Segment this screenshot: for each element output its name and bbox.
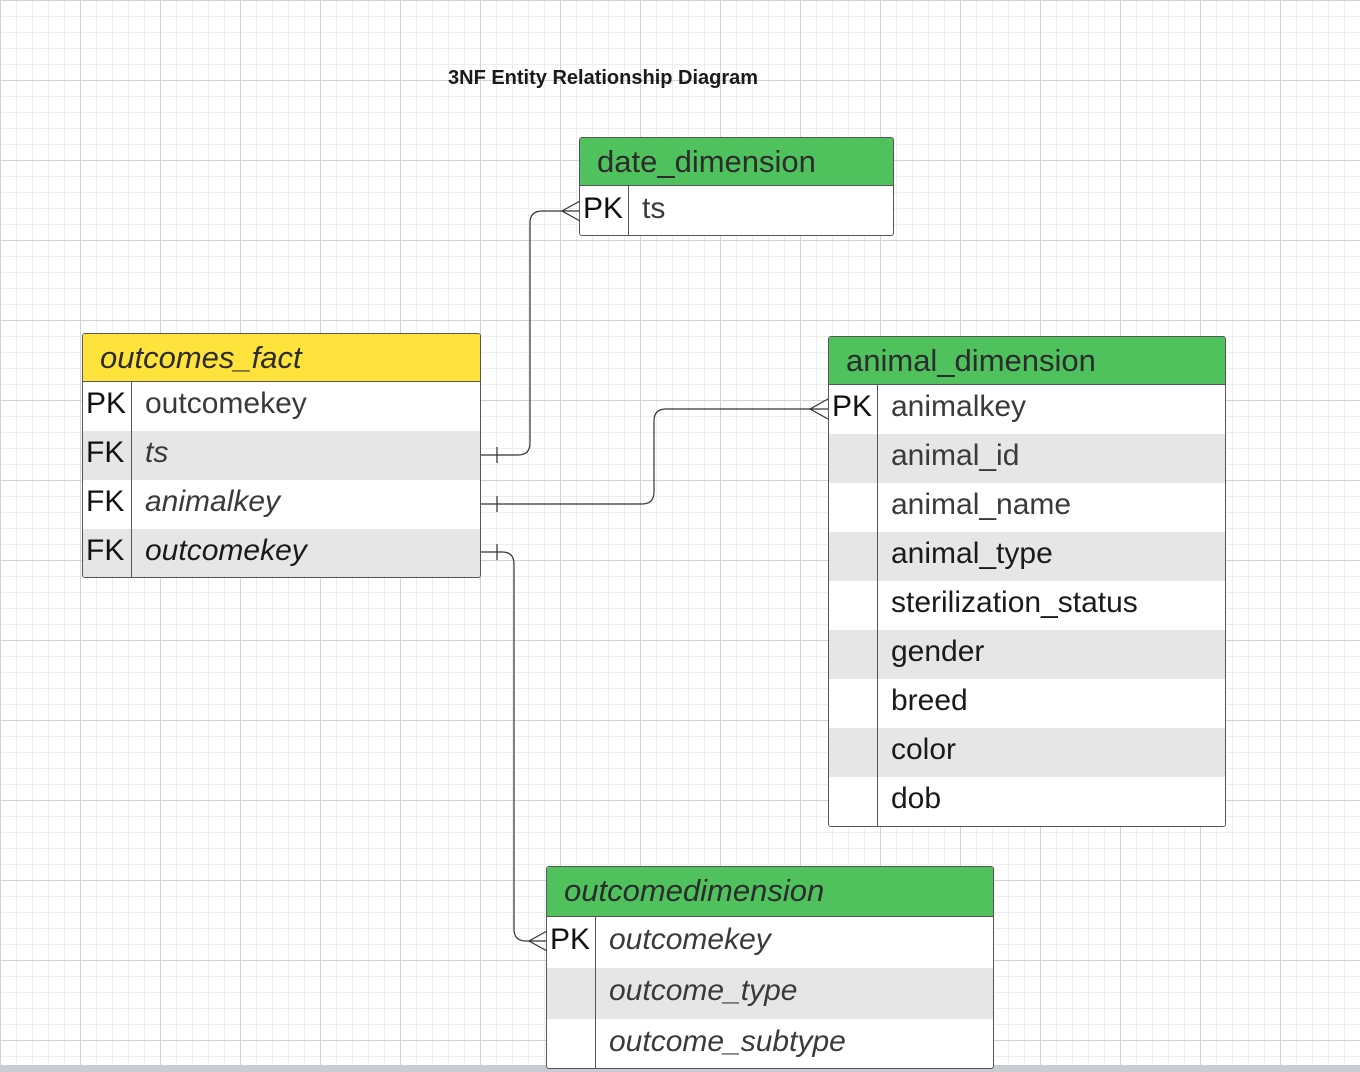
table-row: PK outcomekey — [547, 917, 993, 968]
key-badge — [829, 777, 878, 826]
field-name: dob — [891, 782, 942, 815]
key-badge — [547, 968, 596, 1019]
entity-header-animal-dimension: animal_dimension — [829, 337, 1225, 385]
diagram-title: 3NF Entity Relationship Diagram — [448, 67, 759, 89]
entity-header-outcomes-fact: outcomes_fact — [83, 334, 480, 382]
table-row: FK animalkey — [83, 480, 480, 529]
key-badge — [829, 679, 878, 728]
table-row: color — [829, 728, 1225, 777]
field-name: animal_name — [891, 488, 1072, 521]
field-name: gender — [891, 635, 985, 668]
field-name: animal_type — [891, 537, 1053, 570]
key-badge — [829, 532, 878, 581]
key-badge: FK — [83, 480, 132, 529]
key-badge — [829, 630, 878, 679]
table-row: gender — [829, 630, 1225, 679]
field-name: animalkey — [891, 390, 1027, 423]
table-row: PK animalkey — [829, 385, 1225, 434]
table-row: outcome_subtype — [547, 1019, 993, 1068]
table-row: FK ts — [83, 431, 480, 480]
connector-animalkey-to-animal-dimension — [481, 408, 828, 505]
table-row: animal_id — [829, 434, 1225, 483]
key-badge: FK — [83, 529, 132, 577]
connector-ts-to-date-dimension — [481, 210, 580, 456]
field-name: sterilization_status — [891, 586, 1138, 619]
field-name: ts — [642, 192, 666, 225]
table-row: animal_type — [829, 532, 1225, 581]
many-marker-date-dimension — [560, 200, 581, 222]
key-badge: PK — [547, 917, 596, 968]
key-badge — [547, 1019, 596, 1068]
field-name: ts — [145, 436, 169, 469]
field-name: breed — [891, 684, 968, 717]
entity-date-dimension[interactable]: date_dimension PK ts — [579, 137, 894, 236]
field-name: outcomekey — [609, 923, 771, 956]
key-badge: PK — [83, 382, 132, 431]
key-badge — [829, 434, 878, 483]
table-row: sterilization_status — [829, 581, 1225, 630]
entity-header-date-dimension: date_dimension — [580, 138, 893, 186]
key-badge — [829, 728, 878, 777]
key-badge: FK — [83, 431, 132, 480]
entity-outcomes-fact[interactable]: outcomes_fact PK outcomekey FK ts FK ani… — [82, 333, 481, 578]
table-row: dob — [829, 777, 1225, 826]
field-name: color — [891, 733, 957, 766]
key-badge: PK — [829, 385, 878, 434]
entity-outcomedimension[interactable]: outcomedimension PK outcomekey outcome_t… — [546, 866, 994, 1069]
table-row: breed — [829, 679, 1225, 728]
entity-animal-dimension[interactable]: animal_dimension PK animalkey animal_id … — [828, 336, 1226, 827]
many-marker-animal-dimension — [808, 398, 829, 420]
field-name: outcomekey — [145, 534, 307, 567]
connector-outcomekey-to-outcomedimension — [481, 551, 547, 942]
key-badge — [829, 483, 878, 532]
field-name: outcomekey — [145, 387, 307, 420]
table-row: FK outcomekey — [83, 529, 480, 577]
key-badge — [829, 581, 878, 630]
field-name: outcome_subtype — [609, 1025, 846, 1058]
table-row: PK ts — [580, 186, 893, 235]
key-badge: PK — [580, 186, 629, 235]
field-name: animalkey — [145, 485, 281, 518]
table-row: outcome_type — [547, 968, 993, 1019]
entity-header-outcomedimension: outcomedimension — [547, 867, 993, 917]
many-marker-outcomedimension — [527, 930, 548, 952]
table-row: PK outcomekey — [83, 382, 480, 431]
field-name: animal_id — [891, 439, 1020, 472]
field-name: outcome_type — [609, 974, 798, 1007]
table-row: animal_name — [829, 483, 1225, 532]
